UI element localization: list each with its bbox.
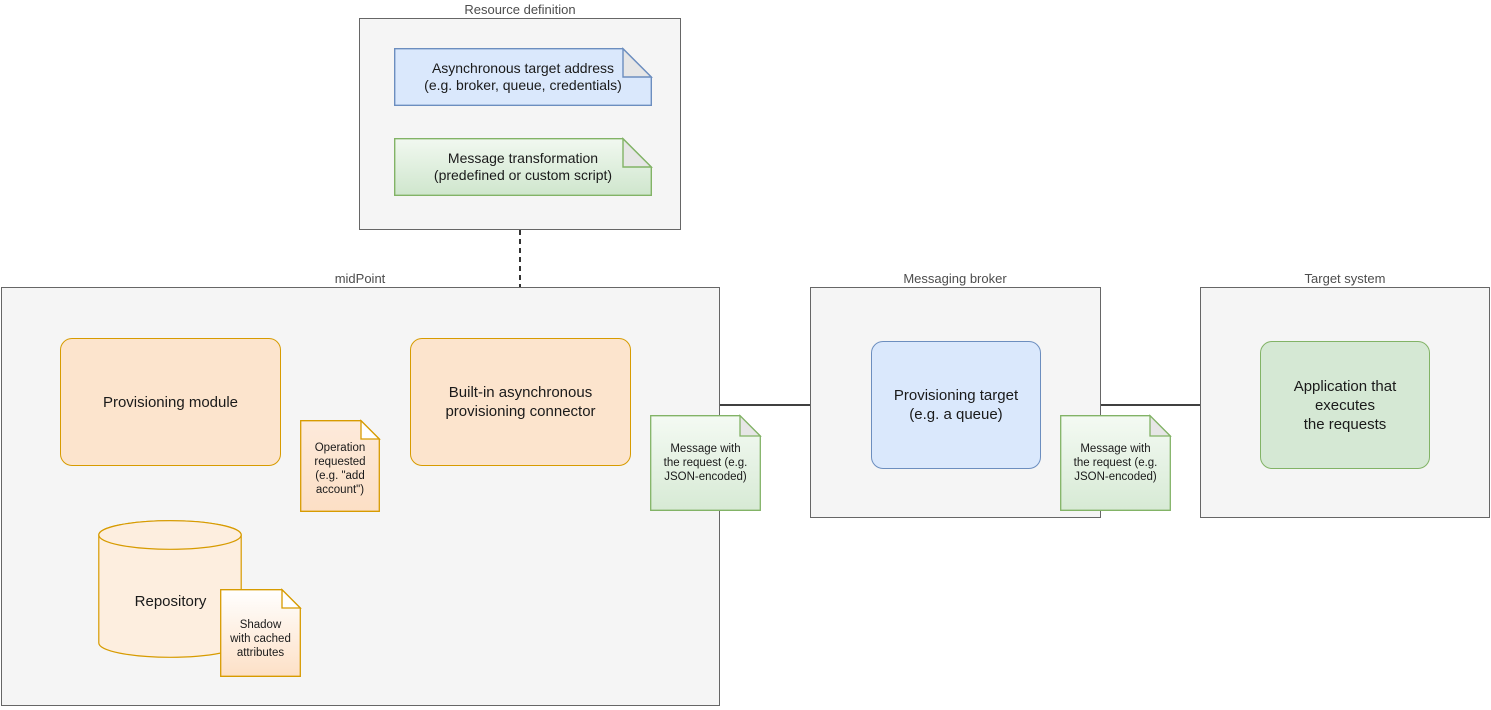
note-operation-requested: Operation requested (e.g. "add account")	[300, 419, 381, 512]
panel-label-messaging-broker: Messaging broker	[903, 271, 1007, 286]
note-async-target-address-label: Asynchronous target address (e.g. broker…	[424, 60, 622, 93]
note-message-request-2-label: Message with the request (e.g. JSON-enco…	[1073, 443, 1158, 483]
note-message-request-1-label: Message with the request (e.g. JSON-enco…	[663, 443, 748, 483]
note-operation-requested-label: Operation requested (e.g. "add account")	[314, 442, 366, 496]
node-provisioning-target-label: Provisioning target (e.g. a queue)	[893, 387, 1019, 423]
node-async-provisioning-connector: Built-in asynchronous provisioning conne…	[410, 338, 631, 466]
node-provisioning-module-label: Provisioning module	[102, 393, 239, 411]
node-repository-label: Repository	[134, 593, 207, 610]
node-repository: Repository	[98, 520, 243, 658]
panel-label-resource-definition: Resource definition	[464, 2, 576, 17]
node-target-application: Application that executes the requests	[1260, 341, 1430, 469]
panel-label-target-system: Target system	[1304, 271, 1386, 286]
node-provisioning-module: Provisioning module	[60, 338, 281, 466]
note-shadow-cached-attributes-label: Shadow with cached attributes	[230, 619, 291, 659]
node-provisioning-target: Provisioning target (e.g. a queue)	[871, 341, 1041, 469]
node-target-application-label: Application that executes the requests	[1293, 377, 1397, 433]
note-message-transformation: Message transformation (predefined or cu…	[394, 137, 653, 196]
note-message-transformation-label: Message transformation (predefined or cu…	[433, 150, 613, 183]
note-message-request-2: Message with the request (e.g. JSON-enco…	[1060, 414, 1172, 511]
panel-label-midpoint: midPoint	[334, 271, 386, 286]
note-shadow-cached-attributes: Shadow with cached attributes	[220, 588, 302, 677]
note-async-target-address: Asynchronous target address (e.g. broker…	[394, 47, 653, 106]
note-message-request-1: Message with the request (e.g. JSON-enco…	[650, 414, 762, 511]
node-async-provisioning-connector-label: Built-in asynchronous provisioning conne…	[445, 384, 596, 420]
